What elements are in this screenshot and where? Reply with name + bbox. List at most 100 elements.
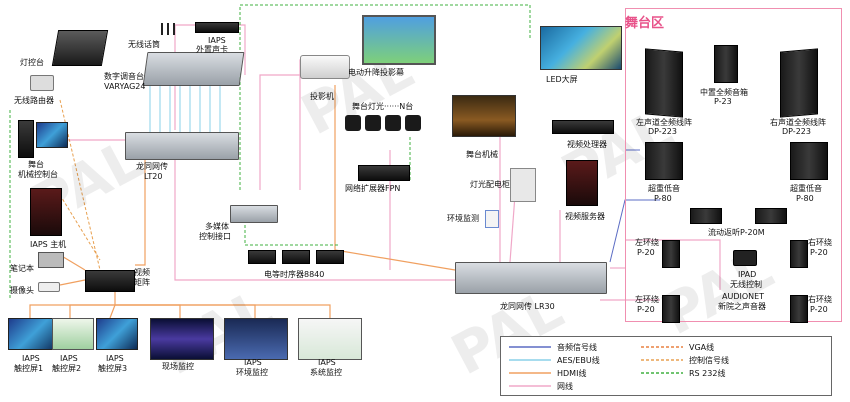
iaps-soundcard-device[interactable] [195,22,239,33]
iaps-host-device[interactable] [30,188,62,236]
control-lines [59,99,101,271]
right-surround-a-speaker[interactable] [790,240,808,268]
right-array-speaker[interactable] [780,48,818,118]
env-monitor-screen[interactable] [224,318,288,360]
digital-mixer-label-1: 数字调音台 [104,72,144,81]
touch1-label-2: 触控屏1 [14,364,44,373]
rs232-lines [9,4,531,300]
digital-mixer-label-2: VARYAG24 [104,82,146,91]
wireless-router-device[interactable] [30,75,54,91]
video-processor-device[interactable] [552,120,614,134]
media-control-device[interactable] [230,205,278,223]
power-sequencer-2[interactable] [282,250,310,264]
laptop-device[interactable] [38,252,64,268]
light-cabinet-device[interactable] [510,168,536,202]
site-monitor-label: 现场监控 [162,362,194,371]
sys-monitor-screen[interactable] [298,318,362,360]
flow-monitor-2[interactable] [755,208,787,224]
right-surround-a-label-1: 右环绕 [808,238,832,247]
stage-lights-label: 舞台灯光······N台 [352,102,414,111]
sub-right-label-2: P-80 [796,194,814,203]
longtong-lr30-label: 龙同网传 LR30 [500,302,555,311]
digital-mixer-device[interactable] [142,52,245,86]
stage-light-1[interactable] [345,115,361,131]
stage-mech-tower[interactable] [18,120,34,158]
wireless-mic-device[interactable] [158,20,178,35]
center-speaker[interactable] [714,45,738,83]
lifting-screen-device[interactable] [362,15,436,65]
right-array-label-1: 右声道全频线阵 [770,118,826,127]
media-control-label-1: 多媒体 [205,222,229,231]
left-array-speaker[interactable] [645,48,683,118]
longtong-lt20-label-1: 龙同网传 [136,162,168,171]
legend: 音频信号线 AES/EBU线 HDMI线 网线 VGA线 控制信号线 RS 23… [500,336,832,396]
legend-label: 控制信号线 [689,356,729,365]
left-surround-a-speaker[interactable] [662,240,680,268]
sub-left-speaker[interactable] [645,142,683,180]
lifting-screen-label: 电动升降投影幕 [348,68,404,77]
media-control-label-2: 控制接口 [199,232,231,241]
stage-light-3[interactable] [385,115,401,131]
network-switch-device[interactable] [358,165,410,181]
aes-lines [149,85,221,132]
right-surround-b-speaker[interactable] [790,295,808,323]
microphone-icon [161,23,175,35]
left-surround-a-label-2: P-20 [637,248,655,257]
right-surround-a-label-2: P-20 [810,248,828,257]
touch-screen-3[interactable] [96,318,138,350]
power-sequencer-3[interactable] [316,250,344,264]
projector-device[interactable] [300,55,350,79]
env-monitor-label: 环境监测 [447,214,479,223]
ipad-label-2: 无线控制 [730,280,762,289]
iaps-soundcard-label-1: IAPS [208,36,226,45]
power-sequencer-1[interactable] [248,250,276,264]
video-processor-label: 视频处理器 [567,140,607,149]
touch3-label-2: 触控屏3 [98,364,128,373]
site-monitor-screen[interactable] [150,318,214,360]
audionet-label-1: AUDIONET [722,292,765,301]
touch3-label-1: IAPS [106,354,124,363]
left-surround-b-label-2: P-20 [637,305,655,314]
sub-right-speaker[interactable] [790,142,828,180]
ipad-device[interactable] [733,250,757,266]
power-sequencer-label: 电等时序器8840 [264,270,325,279]
legend-label: AES/EBU线 [557,356,600,365]
video-matrix-device[interactable] [85,270,135,292]
env-monitor-device[interactable] [485,210,499,228]
longtong-lt20-label-2: LT20 [144,172,163,181]
video-server-device[interactable] [566,160,598,206]
camera-device[interactable] [38,282,60,292]
network-switch-label: 网络扩展器FPN [345,184,401,193]
video-matrix-label-1: 视频 [134,268,150,277]
sub-left-label-1: 超重低音 [648,184,680,193]
touch-screen-1[interactable] [8,318,58,350]
stage-mech-monitor[interactable] [36,122,68,148]
led-screen-device[interactable] [540,26,622,70]
light-cabinet-label: 灯光配电柜 [470,180,510,189]
stage-light-4[interactable] [405,115,421,131]
flow-monitor-1[interactable] [690,208,722,224]
left-surround-b-label-1: 左环绕 [635,295,659,304]
stage-zone [625,8,842,322]
led-screen-label: LED大屏 [546,75,578,84]
longtong-lt20-device[interactable] [125,132,239,160]
wireless-mic-label: 无线话筒 [128,40,160,49]
light-console-device[interactable] [51,30,109,66]
legend-label: RS 232线 [689,369,726,378]
touch2-label-2: 触控屏2 [52,364,82,373]
stage-machinery-device[interactable] [452,95,516,137]
video-server-label: 视频服务器 [565,212,605,221]
flow-monitor-label: 流动返听P-20M [708,228,765,237]
audionet-label-2: 新院之声音器 [718,302,766,311]
stage-light-2[interactable] [365,115,381,131]
left-array-label-2: DP-223 [648,127,677,136]
touch-screen-2[interactable] [52,318,94,350]
left-surround-a-label-1: 左环绕 [635,238,659,247]
stage-zone-title: 舞台区 [625,16,665,31]
longtong-lr30-device[interactable] [455,262,607,294]
stage-machinery-label: 舞台机械 [466,150,498,159]
sub-right-label-1: 超重低音 [790,184,822,193]
left-surround-b-speaker[interactable] [662,295,680,323]
sys-monitor-label-2: 系统监控 [310,368,342,377]
camera-label: 摄像头 [10,286,34,295]
